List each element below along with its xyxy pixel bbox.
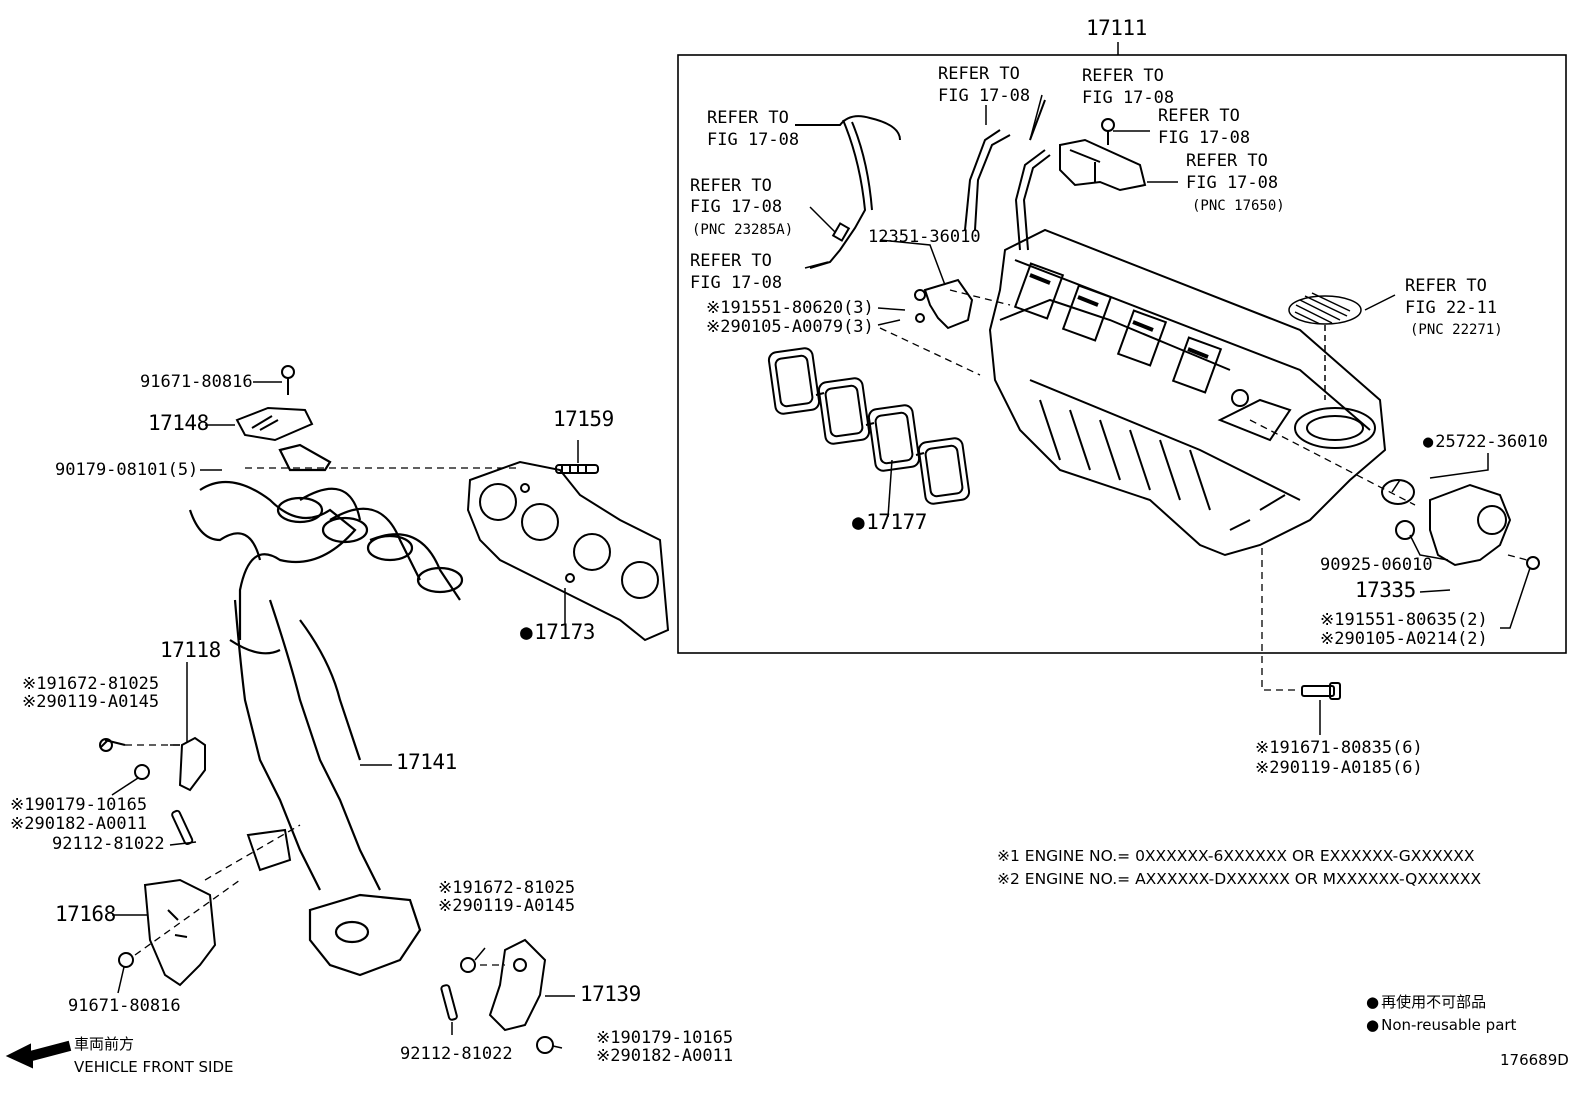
part-290182-a0011[interactable]: ※290182-A0011	[10, 814, 148, 834]
refer-pnc: (PNC 23285A)	[692, 222, 794, 238]
refer-fig[interactable]: FIG 17-08	[1158, 128, 1251, 148]
refer-label[interactable]: REFER TO	[1158, 106, 1240, 126]
insulator-17168	[118, 828, 292, 987]
heat-insulator	[235, 365, 314, 442]
part-290119-a0145[interactable]: ※290119-A0145	[438, 896, 576, 916]
assembly-number[interactable]: 17111	[1086, 16, 1147, 40]
refer-label[interactable]: REFER TO	[690, 251, 772, 271]
refer-pnc: (PNC 17650)	[1192, 198, 1285, 214]
pcv-filter	[1288, 292, 1362, 400]
figure-id: 176689D	[1500, 1051, 1569, 1069]
part-17173[interactable]: 17173	[520, 622, 595, 643]
refer-fig[interactable]: FIG 17-08	[690, 273, 783, 293]
part-191671-80835[interactable]: ※191671-80835(6)	[1255, 738, 1423, 758]
front-label-jp: 車両前方	[74, 1035, 135, 1053]
part-290119-a0185[interactable]: ※290119-A0185(6)	[1255, 758, 1423, 778]
refer-label[interactable]: REFER TO	[690, 176, 772, 196]
refer-fig[interactable]: FIG 17-08	[690, 197, 783, 217]
bracket-17139	[440, 938, 554, 1054]
part-92112-81022[interactable]: 92112-81022	[400, 1044, 513, 1064]
part-191672-81025[interactable]: ※191672-81025	[22, 674, 160, 694]
part-17159[interactable]: 17159	[553, 407, 614, 431]
refer-fig[interactable]: FIG 17-08	[1186, 173, 1279, 193]
part-25722-36010[interactable]: 25722-36010	[1423, 432, 1548, 452]
part-191551-80620[interactable]: ※191551-80620(3)	[706, 298, 874, 318]
refer-fig[interactable]: FIG 17-08	[707, 130, 800, 150]
bolt-91671-80835	[1301, 682, 1341, 700]
throttle-body	[1381, 479, 1540, 570]
part-290119-a0145[interactable]: ※290119-A0145	[22, 692, 160, 712]
bracket-17118	[99, 736, 206, 792]
vsv-bracket	[1059, 118, 1147, 192]
manifold-gaskets	[767, 347, 971, 505]
refer-label[interactable]: REFER TO	[707, 108, 789, 128]
refer-label[interactable]: REFER TO	[938, 64, 1020, 84]
stud-92112-left	[171, 809, 194, 846]
assembly-frame	[677, 54, 1567, 654]
part-190179-10165[interactable]: ※190179-10165	[596, 1028, 734, 1048]
engine-note-1: ※1 ENGINE NO.= 0XXXXXX-6XXXXXX OR EXXXXX…	[997, 847, 1475, 865]
refer-fig[interactable]: FIG 17-08	[1082, 88, 1175, 108]
part-17335[interactable]: 17335	[1355, 578, 1416, 602]
dashed-lines	[125, 289, 1528, 966]
part-290182-a0011[interactable]: ※290182-A0011	[596, 1046, 734, 1066]
part-17118[interactable]: 17118	[160, 638, 221, 662]
part-91671-80816[interactable]: 91671-80816	[68, 996, 181, 1016]
part-91671-80816[interactable]: 91671-80816	[140, 372, 253, 392]
part-92112-81022[interactable]: 92112-81022	[52, 834, 165, 854]
intake-manifold	[988, 228, 1387, 557]
part-12351-36010[interactable]: 12351-36010	[868, 227, 981, 247]
part-190179-10165[interactable]: ※190179-10165	[10, 795, 148, 815]
part-290105-a0079[interactable]: ※290105-A0079(3)	[706, 317, 874, 337]
legend-en: Non-reusable part	[1366, 1015, 1516, 1035]
leader-lines	[111, 94, 1531, 1049]
part-17139[interactable]: 17139	[580, 982, 641, 1006]
legend-jp: 再使用不可部品	[1366, 992, 1486, 1012]
refer-pnc: (PNC 22271)	[1410, 322, 1503, 338]
stud-17159	[555, 464, 599, 474]
refer-fig[interactable]: FIG 17-08	[938, 86, 1031, 106]
refer-label[interactable]: REFER TO	[1405, 276, 1487, 296]
refer-label[interactable]: REFER TO	[1186, 151, 1268, 171]
part-17168[interactable]: 17168	[55, 902, 116, 926]
part-290105-a0214[interactable]: ※290105-A0214(2)	[1320, 629, 1488, 649]
exhaust-gasket	[466, 460, 670, 642]
part-191672-81025[interactable]: ※191672-81025	[438, 878, 576, 898]
bracket-12351	[914, 278, 974, 330]
part-90925-06010[interactable]: 90925-06010	[1320, 555, 1433, 575]
part-17177[interactable]: 17177	[852, 512, 927, 533]
refer-label[interactable]: REFER TO	[1082, 66, 1164, 86]
engine-note-2: ※2 ENGINE NO.= AXXXXXX-DXXXXXX OR MXXXXX…	[997, 870, 1482, 888]
part-90179-08101[interactable]: 90179-08101(5)	[55, 460, 199, 480]
part-17148[interactable]: 17148	[148, 411, 209, 435]
part-191551-80635[interactable]: ※191551-80635(2)	[1320, 610, 1488, 630]
front-label-en: VEHICLE FRONT SIDE	[74, 1058, 234, 1076]
exhaust-manifold	[188, 443, 464, 977]
front-arrow	[5, 1040, 72, 1069]
part-17141[interactable]: 17141	[396, 750, 457, 774]
refer-fig[interactable]: FIG 22-11	[1405, 298, 1498, 318]
